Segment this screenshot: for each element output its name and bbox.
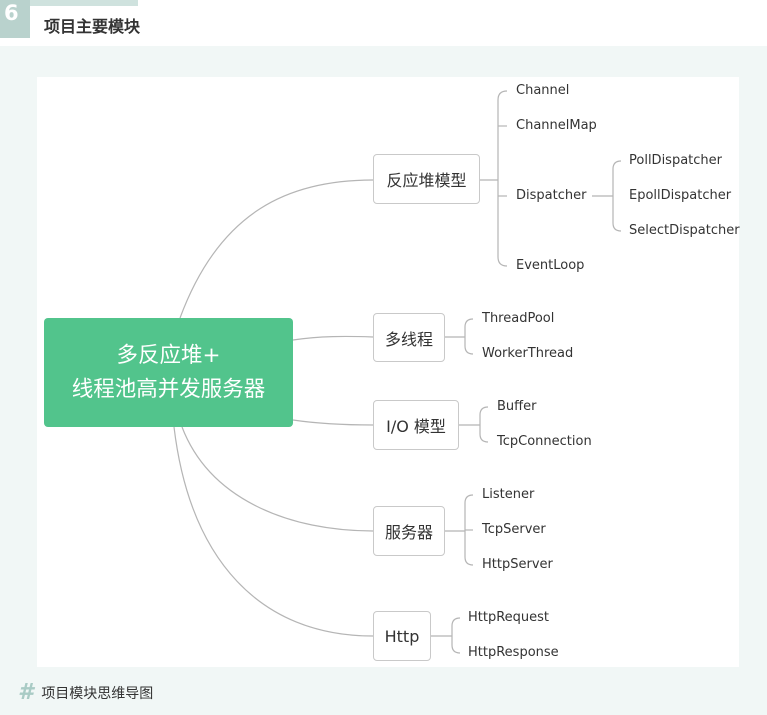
root-line-2: 线程池高并发服务器 — [71, 376, 266, 402]
leaf-httprequest: HttpRequest — [468, 610, 550, 625]
section-title: 项目主要模块 — [44, 17, 141, 36]
figure-caption: # 项目模块思维导图 — [18, 680, 153, 705]
leaf-tcpserver: TcpServer — [482, 522, 546, 537]
connector-root-http — [173, 426, 374, 637]
connector-root-io — [292, 419, 374, 426]
section-accent-bar — [30, 0, 138, 6]
connector-root-server — [181, 426, 374, 532]
caption-text: 项目模块思维导图 — [41, 685, 154, 702]
leaf-polldispatcher: PollDispatcher — [629, 153, 722, 168]
root-node: 多反应堆+ 线程池高并发服务器 — [44, 318, 293, 427]
leaf-channel: Channel — [516, 83, 570, 98]
leaf-tcpconnection: TcpConnection — [497, 434, 592, 449]
branch-server: 服务器 — [373, 506, 445, 556]
section-header: 6 项目主要模块 — [0, 0, 767, 46]
leaf-epolldispatcher: EpollDispatcher — [629, 188, 732, 203]
leaf-channelmap: ChannelMap — [516, 118, 597, 133]
leaf-workerthread: WorkerThread — [482, 346, 574, 361]
branch-multithreading: 多线程 — [373, 313, 445, 362]
connector-dispatcher-bracket — [612, 160, 622, 232]
leaf-selectdispatcher: SelectDispatcher — [629, 223, 740, 238]
connector-root-reactor — [179, 179, 374, 319]
connector-io-bracket — [479, 406, 489, 443]
connector-threads-bracket — [464, 318, 474, 355]
branch-reactor-model: 反应堆模型 — [373, 154, 480, 204]
root-line-1: 多反应堆+ — [116, 342, 221, 368]
leaf-dispatcher: Dispatcher — [516, 188, 587, 203]
leaf-buffer: Buffer — [497, 399, 537, 414]
leaf-listener: Listener — [482, 487, 535, 502]
connector-http-bracket — [451, 617, 461, 654]
leaf-httpserver: HttpServer — [482, 557, 553, 572]
section-number: 6 — [0, 0, 30, 38]
leaf-threadpool: ThreadPool — [482, 311, 555, 326]
hash-icon: # — [18, 680, 34, 705]
leaf-httpresponse: HttpResponse — [468, 645, 559, 660]
leaf-eventloop: EventLoop — [516, 258, 585, 273]
connector-root-threads — [292, 335, 374, 341]
branch-io-model: I/O 模型 — [373, 400, 459, 450]
branch-http: Http — [373, 611, 431, 661]
connector-reactor-bracket — [497, 90, 508, 267]
